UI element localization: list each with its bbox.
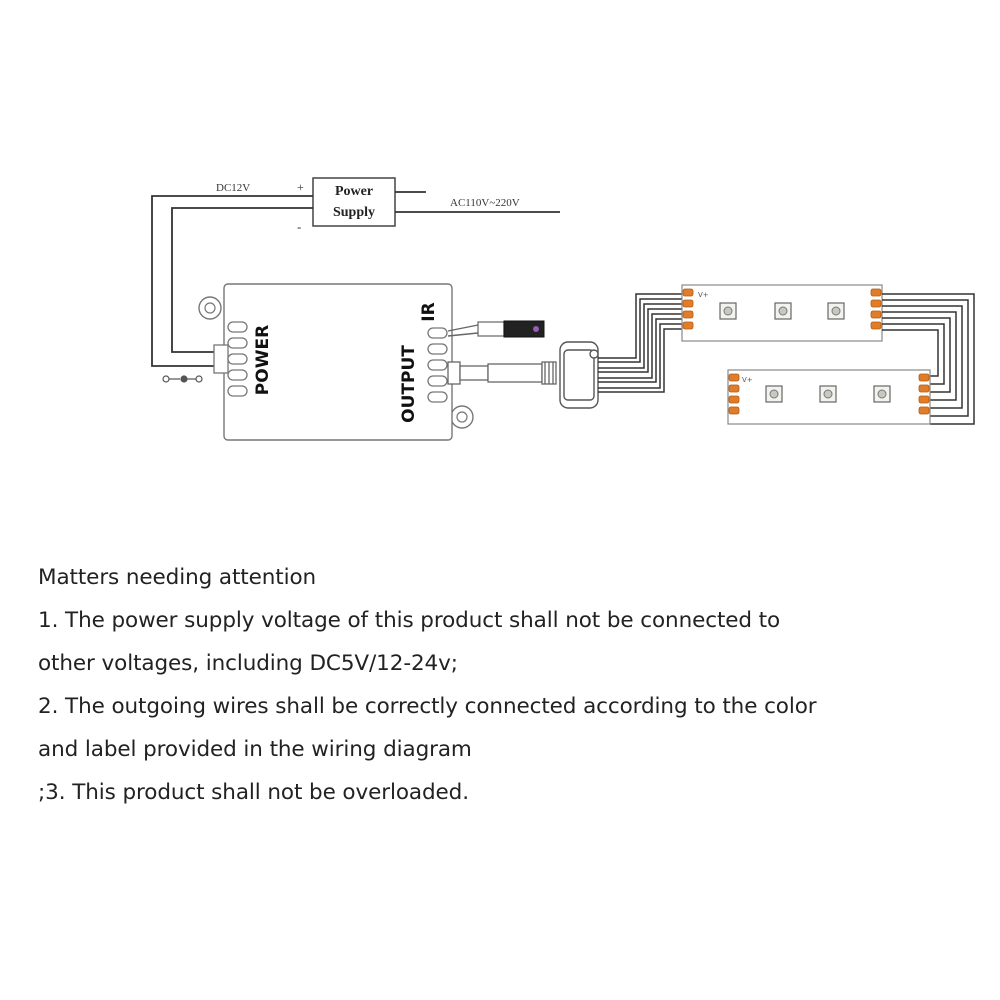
led-strip-1: V+: [681, 284, 883, 342]
dc-plug-symbol: [162, 375, 203, 383]
dc-voltage-label: DC12V: [216, 182, 250, 194]
output-port-label: OUTPUT: [399, 345, 419, 423]
ir-port-label: IR: [419, 302, 439, 321]
note-line-4: and label provided in the wiring diagram: [38, 737, 472, 762]
power-supply: Power Supply: [312, 177, 396, 227]
strip-2-polarity-mark: V+: [742, 376, 753, 384]
ir-receiver: [447, 320, 545, 338]
power-supply-label-line1: Power: [335, 184, 373, 199]
attention-notes: Matters needing attention 1. The power s…: [38, 556, 978, 814]
power-port-label: POWER: [253, 325, 273, 395]
negative-sign: -: [297, 219, 301, 234]
note-line-5: ;3. This product shall not be overloaded…: [38, 780, 469, 805]
strip-1-input-wires-2: [598, 298, 684, 393]
wiring-diagram: Power Supply DC12V + - AC110V~220V POWER: [151, 177, 975, 441]
notes-heading: Matters needing attention: [38, 565, 317, 590]
positive-sign: +: [297, 180, 304, 194]
note-line-2: other voltages, including DC5V/12-24v;: [38, 651, 458, 676]
note-line-3: 2. The outgoing wires shall be correctly…: [38, 694, 817, 719]
strip-interconnect-wires: [882, 293, 975, 425]
connector-housing: [559, 341, 599, 409]
note-line-1: 1. The power supply voltage of this prod…: [38, 608, 781, 633]
power-pins: [213, 321, 248, 397]
power-supply-label-line2: Supply: [333, 205, 375, 220]
dc-wires: [151, 191, 560, 367]
output-pins: [427, 327, 448, 403]
strip-1-polarity-mark: V+: [698, 291, 709, 299]
output-cable: [447, 361, 557, 385]
strip-1-input-wires: [598, 293, 684, 389]
ac-voltage-label: AC110V~220V: [450, 197, 520, 209]
led-strip-2: V+: [727, 369, 931, 425]
